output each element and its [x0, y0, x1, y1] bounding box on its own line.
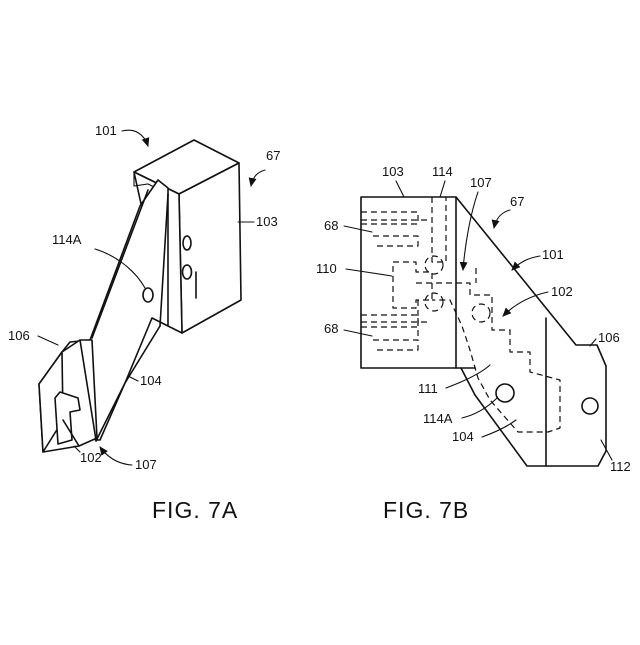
label-114a: 114A: [52, 232, 82, 247]
figure-7a: 101 67 103 114A 106 104 107 102 FIG. 7A: [8, 123, 280, 523]
figure-caption-7a: FIG. 7A: [152, 497, 238, 523]
figure-caption-7b: FIG. 7B: [383, 497, 469, 523]
label-106: 106: [8, 328, 30, 343]
label-101: 101: [95, 123, 117, 138]
label-102: 102: [80, 450, 102, 465]
figure-7b: 103 114 107 67 68 101 110 102 68 106 111…: [316, 164, 631, 523]
label-103: 103: [256, 214, 278, 229]
label-101: 101: [542, 247, 564, 262]
label-104: 104: [452, 429, 474, 444]
label-114a: 114A: [423, 411, 453, 426]
label-67: 67: [510, 194, 524, 209]
label-114: 114: [432, 164, 453, 179]
label-111: 111: [418, 381, 438, 396]
label-107: 107: [135, 457, 157, 472]
label-102: 102: [551, 284, 573, 299]
label-68-lower: 68: [324, 321, 338, 336]
label-103: 103: [382, 164, 404, 179]
label-107: 107: [470, 175, 492, 190]
label-68-upper: 68: [324, 218, 338, 233]
label-106: 106: [598, 330, 620, 345]
label-67: 67: [266, 148, 280, 163]
label-110: 110: [316, 261, 337, 276]
label-104: 104: [140, 373, 162, 388]
block-right-face: [179, 163, 241, 333]
body-outline: [361, 197, 606, 466]
label-112: 112: [610, 459, 631, 474]
